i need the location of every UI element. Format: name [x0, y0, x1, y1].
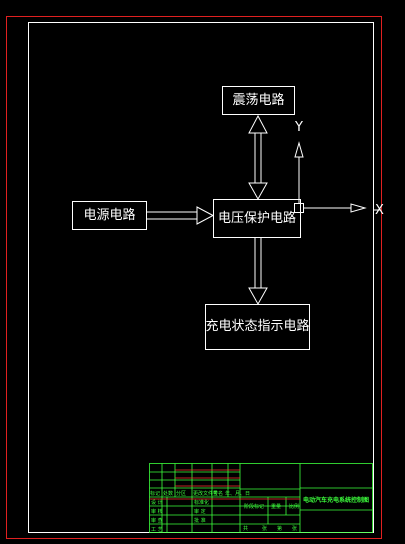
- voltage-protection-label: 电压保护电路: [217, 211, 296, 226]
- bidirectional-arrow: [248, 114, 268, 201]
- title-block-red-lines: [149, 469, 300, 500]
- title-block-header-row: 标记 处数 分区 更改文件号 签名 年、月、日: [150, 490, 250, 497]
- tb-sheet-total: 共: [243, 525, 248, 532]
- sheet-outer-frame: [6, 16, 382, 539]
- tb-sheet-unit1: 张: [262, 525, 267, 532]
- tb-header-zone: 分区: [176, 490, 186, 497]
- tb-row-process: 工 艺: [151, 527, 163, 533]
- tb-row-approve-set: 审 定: [194, 508, 206, 515]
- title-block-sheet: 共 张 第 张: [243, 525, 297, 532]
- tb-sheet-no: 第: [277, 525, 282, 532]
- tb-phase-mark: 阶段标记: [244, 503, 264, 510]
- ucs-coordinate-icon: [294, 141, 367, 213]
- tb-header-change: 更改文件号: [193, 490, 218, 497]
- tb-phase-scale: 比例: [289, 503, 299, 510]
- oscillator-label: 震荡电路: [232, 93, 285, 108]
- tb-header-count: 处数: [163, 490, 173, 497]
- tb-row-design: 设 计: [151, 499, 163, 506]
- tb-row-standard: 标准化: [194, 499, 209, 506]
- x-axis-label: X: [375, 203, 384, 218]
- title-block-mid-labels: 标准化 审 定 批 准: [194, 499, 209, 524]
- title-block-left-labels: 设 计 审 核 审 查 工 艺: [151, 499, 163, 533]
- tb-sheet-unit2: 张: [292, 525, 297, 532]
- charge-indicator-label: 充电状态指示电路: [205, 319, 310, 334]
- protection-to-indicator-arrow: [248, 238, 268, 306]
- tb-row-check: 审 查: [151, 517, 163, 524]
- drawing-title: 电动汽车充电系统控制图: [303, 496, 369, 504]
- power-source-box: [72, 201, 147, 230]
- tb-header-date: 年、月、日: [225, 490, 250, 497]
- tb-row-approve: 批 准: [194, 517, 206, 524]
- oscillator-box: [222, 86, 295, 115]
- power-source-label: 电源电路: [83, 208, 136, 223]
- tb-row-review: 审 核: [151, 508, 163, 515]
- title-block-phase: 阶段标记 重量 比例: [244, 503, 299, 510]
- power-to-protection-arrow: [147, 206, 215, 225]
- tb-header-sign: 签名: [213, 490, 223, 497]
- charge-indicator-box: [205, 304, 310, 350]
- title-block: [149, 463, 373, 533]
- tb-header-mark: 标记: [150, 490, 160, 497]
- y-axis-label: Y: [294, 120, 303, 135]
- tb-phase-weight: 重量: [271, 503, 281, 510]
- drawing-inner-frame: [28, 22, 374, 533]
- voltage-protection-box: [213, 199, 301, 238]
